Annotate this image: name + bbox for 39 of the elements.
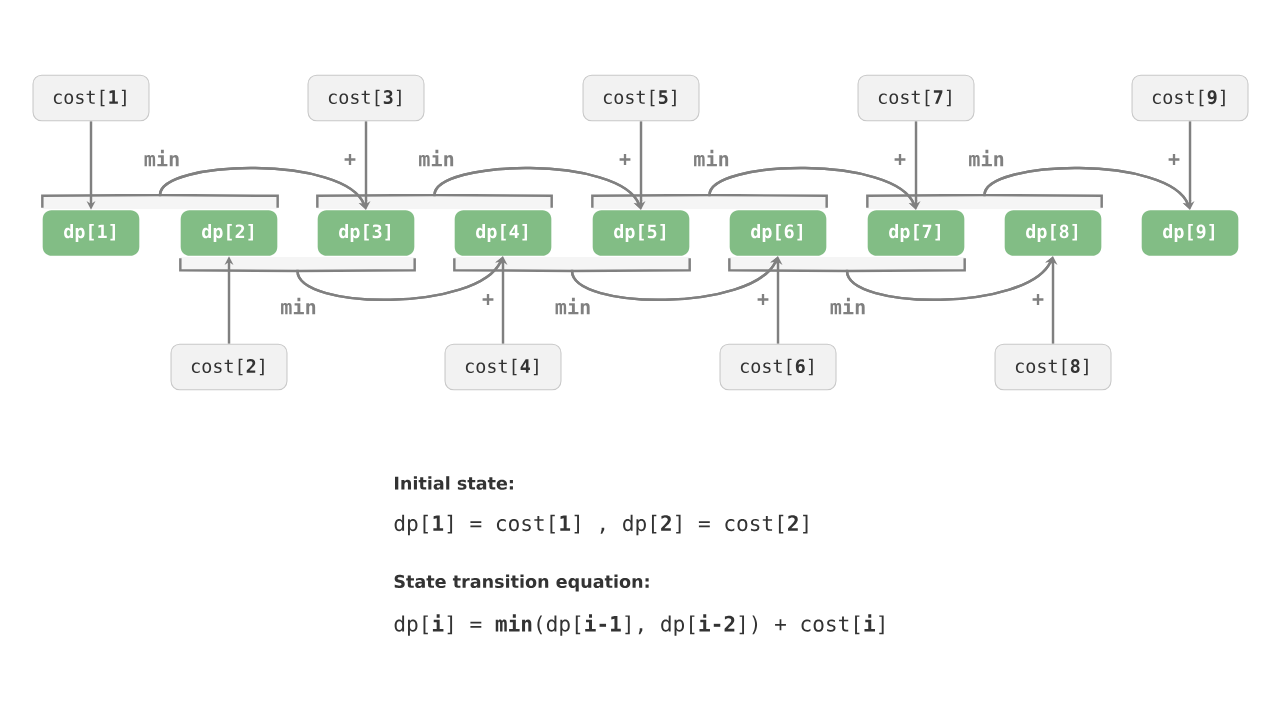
dp-box: dp[2]: [180, 210, 278, 256]
cost-box: cost[1]: [32, 74, 150, 122]
cost-box: cost[3]: [307, 74, 425, 122]
edge-label: min: [278, 296, 319, 316]
edge-label: +: [892, 152, 908, 168]
merge-arrow: [845, 256, 1054, 301]
cost-box: cost[8]: [994, 343, 1112, 391]
cost-box: cost[2]: [170, 343, 288, 391]
edge-label: +: [1030, 292, 1046, 308]
edge-label: min: [966, 148, 1007, 168]
dp-box: dp[9]: [1141, 210, 1239, 256]
formula-text: dp[i] = min(dp[i-1], dp[i-2]) + cost[i]: [394, 614, 884, 636]
edge-label: +: [755, 292, 771, 308]
dp-box: dp[3]: [317, 210, 415, 256]
cost-box: cost[9]: [1131, 74, 1249, 122]
edge-label: min: [691, 148, 732, 168]
dp-box: dp[6]: [729, 210, 827, 256]
edge-label: +: [480, 292, 496, 308]
dp-box: dp[8]: [1004, 210, 1102, 256]
cost-box: cost[7]: [857, 74, 975, 122]
edge-label: +: [1166, 152, 1182, 168]
edge-label: +: [342, 152, 358, 168]
dp-box: dp[7]: [867, 210, 965, 256]
cost-box: cost[4]: [444, 343, 562, 391]
merge-arrow: [570, 256, 779, 301]
edge-label: min: [142, 148, 182, 168]
dp-box: dp[5]: [592, 210, 690, 256]
edge-label: min: [828, 296, 868, 316]
dp-box: dp[4]: [454, 210, 552, 256]
formula-text: dp[1] = cost[1] , dp[2] = cost[2]: [394, 514, 808, 536]
heading: State transition equation:: [394, 574, 649, 592]
merge-arrow: [296, 256, 504, 301]
edge-label: +: [617, 152, 633, 168]
edge-label: min: [416, 148, 457, 168]
dp-box: dp[1]: [42, 210, 140, 256]
cost-box: cost[5]: [582, 74, 700, 122]
edge-label: min: [553, 296, 593, 316]
heading: Initial state:: [395, 476, 513, 490]
cost-box: cost[6]: [719, 343, 837, 391]
